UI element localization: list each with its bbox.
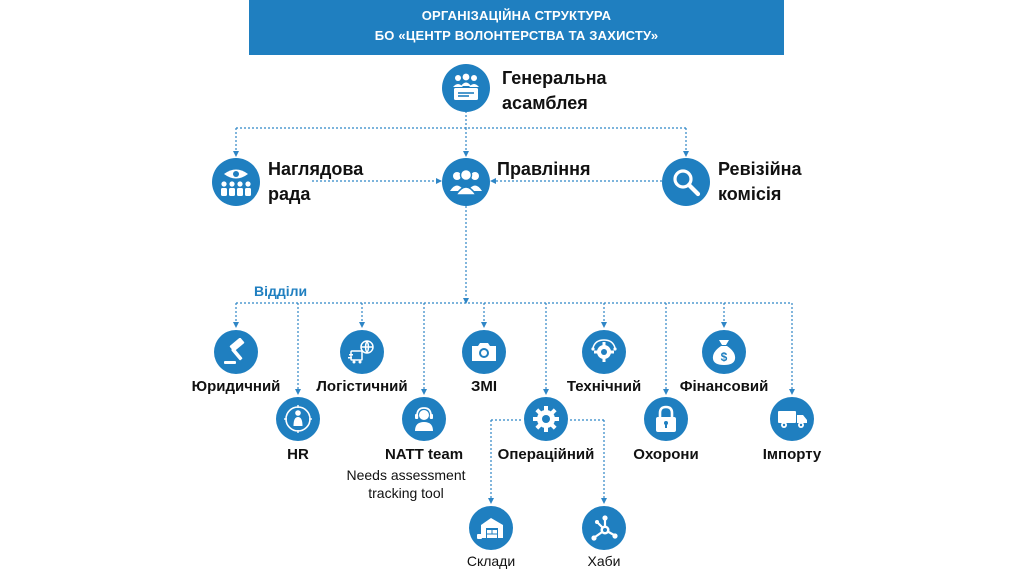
hr-dept-node <box>276 397 320 441</box>
gavel-icon <box>224 338 245 364</box>
header-line-1: ОРГАНІЗАЦІЙНА СТРУКТУРА <box>421 8 612 23</box>
legal-dept-node <box>214 330 258 374</box>
warehouses-node <box>469 506 513 550</box>
security-dept-label: Охорони <box>633 446 699 463</box>
gear-icon <box>533 406 559 432</box>
natt-team-note: Needs assessment tracking tool <box>346 467 466 501</box>
operations-dept-node <box>524 397 568 441</box>
supervisory-board-label: Наглядова рада <box>268 159 364 204</box>
audit-commission-label: Ревізійна комісія <box>718 159 802 204</box>
operations-dept-label: Операційний <box>497 446 595 463</box>
natt-team-node <box>402 397 446 441</box>
hr-dept-label: HR <box>287 446 309 463</box>
tech-gear-icon <box>591 339 617 362</box>
hubs-label: Хаби <box>587 553 621 569</box>
finance-dept-node: $ <box>702 330 746 374</box>
magnifier-icon <box>673 169 701 197</box>
camera-icon <box>472 343 496 361</box>
audit-commission-node <box>662 158 710 206</box>
natt-team-label: NATT team <box>384 446 464 463</box>
hub-network-icon <box>591 515 618 541</box>
header-banner: ОРГАНІЗАЦІЙНА СТРУКТУРА БО «ЦЕНТР ВОЛОНТ… <box>249 0 784 55</box>
legal-dept-label: Юридичний <box>191 378 281 395</box>
person-target-icon <box>284 405 312 433</box>
media-dept-label: ЗМІ <box>470 378 498 395</box>
departments-title: Відділи <box>254 283 308 299</box>
finance-dept-label: Фінансовий <box>679 378 769 395</box>
supervisory-board-node <box>212 158 260 206</box>
supervisory-board-icon <box>221 169 251 196</box>
media-dept-node <box>462 330 506 374</box>
import-dept-node <box>770 397 814 441</box>
header-line-2: БО «ЦЕНТР ВОЛОНТЕРСТВА ТА ЗАХИСТУ» <box>374 28 659 43</box>
logistics-globe-icon <box>348 340 374 364</box>
svg-text:$: $ <box>721 350 728 364</box>
assembly-icon <box>453 73 479 100</box>
money-bag-icon: $ <box>712 340 736 365</box>
logistics-dept-node <box>340 330 384 374</box>
board-label: Правління <box>497 159 591 179</box>
technical-dept-node <box>582 330 626 374</box>
warehouses-label: Склади <box>466 553 516 569</box>
assembly-label: Генеральна асамблея <box>502 68 607 113</box>
security-dept-node <box>644 397 688 441</box>
technical-dept-label: Технічний <box>566 378 642 395</box>
hubs-node <box>582 506 626 550</box>
headset-operator-icon <box>415 407 433 431</box>
logistics-dept-label: Логістичний <box>316 378 408 395</box>
assembly-node <box>442 64 490 112</box>
warehouse-icon <box>477 518 503 539</box>
truck-icon <box>778 411 807 428</box>
padlock-icon <box>656 405 676 432</box>
board-node <box>442 158 490 206</box>
import-dept-label: Імпорту <box>762 446 822 463</box>
board-people-icon <box>450 168 482 196</box>
